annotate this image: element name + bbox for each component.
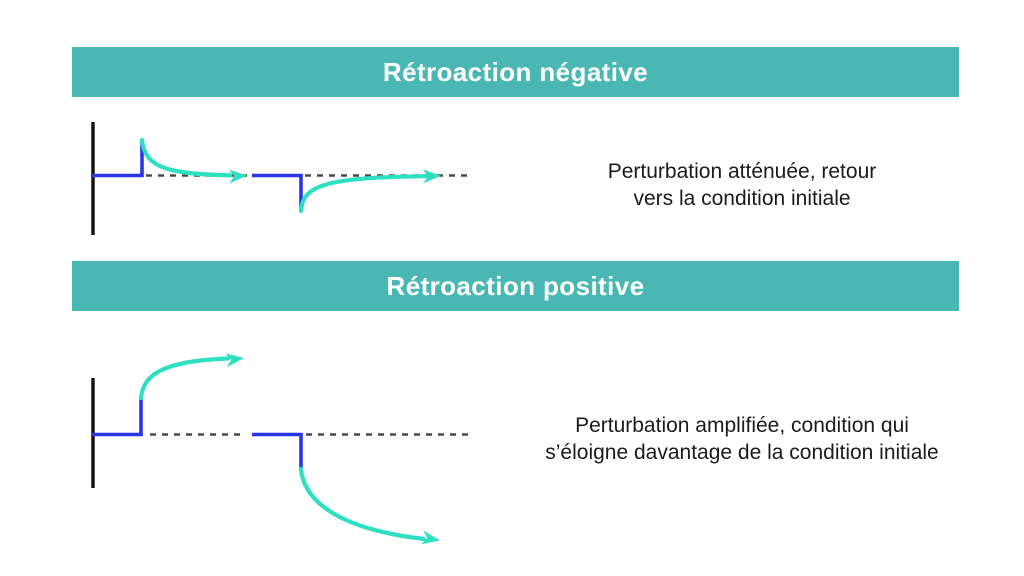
- arrowhead-icon: [225, 353, 244, 368]
- perturbation-step-down: [252, 432, 303, 469]
- positive-feedback-title: Rétroaction positive: [386, 270, 645, 301]
- negative-feedback-diagram: [91, 122, 467, 235]
- attenuation-return-curve: [298, 174, 429, 214]
- amplification-up-curve: [138, 356, 231, 401]
- arrowhead-icon: [228, 169, 247, 184]
- positive-feedback-header-bar: Rétroaction positive: [72, 261, 959, 311]
- positive-feedback-caption: Perturbation amplifiée, condition qui s’…: [497, 412, 987, 466]
- negative-feedback-title: Rétroaction négative: [382, 56, 649, 87]
- arrowhead-icon: [422, 169, 441, 184]
- negative-feedback-caption: Perturbation atténuée, retour vers la co…: [542, 158, 942, 212]
- positive-feedback-diagram: [91, 353, 468, 545]
- arrowhead-icon: [421, 530, 440, 545]
- amplification-down-curve: [298, 466, 427, 542]
- caption-line-2: vers la condition initiale: [633, 187, 851, 210]
- perturbation-step-up: [91, 140, 144, 178]
- caption-line-1: Perturbation amplifiée, condition qui: [575, 414, 909, 437]
- caption-line-2: s’éloigne davantage de la condition init…: [545, 441, 939, 464]
- negative-feedback-header-bar: Rétroaction négative: [72, 47, 959, 97]
- caption-line-1: Perturbation atténuée, retour: [607, 160, 877, 183]
- attenuation-decay-curve: [139, 137, 233, 178]
- perturbation-step-up: [91, 398, 143, 437]
- perturbation-step-down: [252, 173, 303, 211]
